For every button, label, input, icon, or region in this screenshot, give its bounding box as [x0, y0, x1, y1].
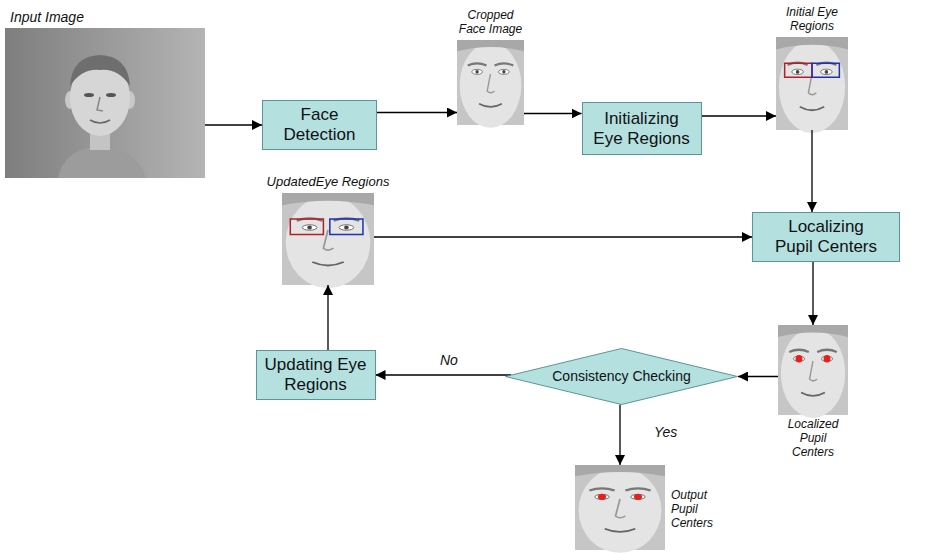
flow-arrow [738, 376, 778, 377]
process-box: Updating Eye Regions [256, 350, 376, 400]
pupil-dot [824, 355, 831, 363]
left-eye-region [290, 219, 323, 234]
image-caption: UpdatedEye Regions [253, 175, 403, 190]
process-box: Initializing Eye Regions [582, 102, 702, 155]
image-caption: Output Pupil Centers [671, 489, 725, 530]
node-label: Face Detection [270, 105, 370, 145]
process-box: Face Detection [262, 100, 377, 150]
output-pupils-photo [575, 465, 665, 553]
flow-arrow [327, 285, 328, 350]
image-node: Cropped Face Image [457, 40, 524, 125]
flow-arrow [524, 113, 582, 114]
flow-arrow [377, 112, 457, 113]
image-node: Input Image [5, 28, 205, 178]
image-node: UpdatedEye Regions [282, 193, 374, 285]
image-node: Localized Pupil Centers [778, 325, 848, 415]
image-node: Output Pupil Centers [575, 465, 665, 550]
decision-diamond: Consistency Checking [505, 348, 738, 405]
node-label: Updating Eye Regions [262, 355, 370, 395]
flow-arrow [205, 124, 262, 125]
initial-eye-regions-photo [776, 37, 848, 133]
pupil-dot [634, 494, 642, 500]
input-photo [5, 28, 205, 178]
image-caption: Initial Eye Regions [776, 6, 848, 34]
localized-pupils-photo [778, 325, 848, 418]
diamond-shape [506, 349, 738, 405]
edge-label: No [438, 352, 460, 368]
node-label: Localizing Pupil Centers [770, 217, 882, 257]
right-eye-region [812, 63, 839, 77]
flow-arrow [374, 236, 752, 237]
flow-arrow [619, 405, 620, 465]
image-caption: Input Image [10, 9, 130, 25]
node-label: Consistency Checking [552, 368, 691, 385]
pupil-dot [796, 355, 803, 363]
right-eye-region [330, 219, 363, 234]
edge-label: Yes [652, 424, 679, 440]
image-node: Initial Eye Regions [776, 37, 848, 130]
image-caption: Localized Pupil Centers [785, 418, 841, 459]
flow-arrow [376, 374, 512, 375]
image-caption: Cropped Face Image [457, 9, 525, 37]
flow-arrow [812, 262, 813, 325]
left-eye-region [785, 63, 812, 77]
pupil-dot [598, 494, 606, 500]
cropped-face-photo [457, 40, 524, 128]
node-label: Initializing Eye Regions [588, 109, 696, 149]
flow-arrow [811, 130, 812, 212]
flow-arrow [702, 115, 777, 116]
updated-eye-regions-photo [282, 193, 374, 288]
process-box: Localizing Pupil Centers [752, 212, 900, 262]
